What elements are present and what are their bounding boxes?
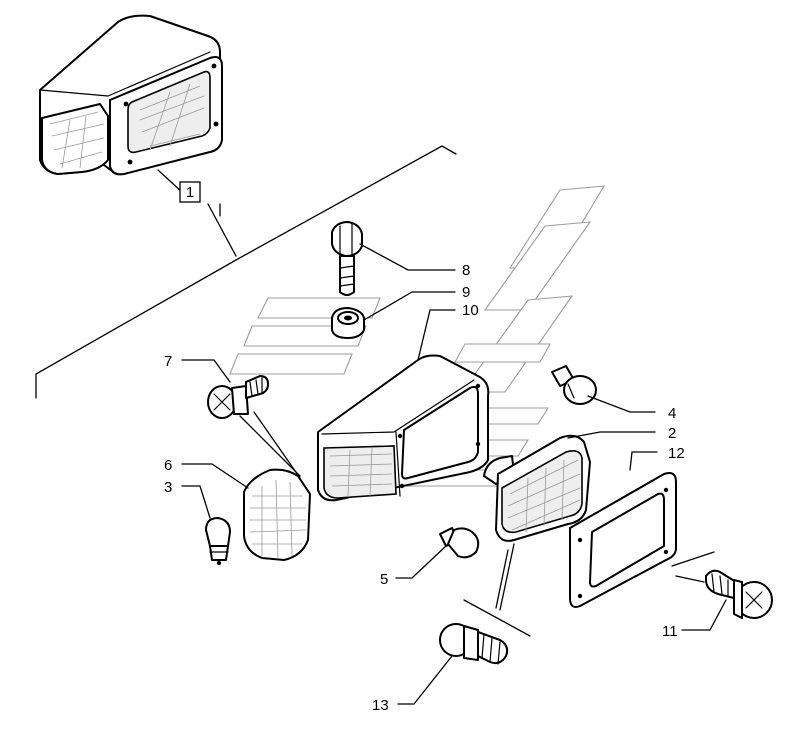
- bezel-frame-12: [569, 472, 677, 608]
- callout-11: 11: [662, 623, 678, 640]
- callout-12: 12: [668, 445, 685, 462]
- leader-lines: [181, 243, 727, 705]
- screw-7: [207, 375, 269, 419]
- callout-3: 3: [164, 479, 172, 496]
- callout-8: 8: [462, 262, 470, 279]
- callout-5: 5: [380, 571, 388, 588]
- callout-2: 2: [668, 425, 676, 442]
- small-bulb-5: [439, 527, 480, 559]
- headlamp-bulb-4: [551, 365, 597, 405]
- screw-11: [705, 569, 773, 619]
- lamp-housing-10: [317, 354, 490, 502]
- callout-1: 1: [179, 181, 201, 203]
- lamp-assembly-1: [39, 14, 223, 176]
- side-lens-6: [243, 468, 311, 561]
- side-bulb-3: [205, 517, 231, 566]
- headlamp-insert-2: [483, 434, 591, 542]
- bolt-8: [331, 221, 363, 296]
- assembly-bracket: [35, 145, 457, 399]
- callout-9: 9: [462, 284, 470, 301]
- callout-13: 13: [372, 697, 389, 714]
- callout-10: 10: [462, 302, 479, 319]
- screw-13: [439, 623, 509, 665]
- callout-7: 7: [164, 353, 172, 370]
- callout-4: 4: [668, 405, 676, 422]
- nut-9: [331, 307, 365, 339]
- callout-label: 1: [186, 184, 194, 201]
- callout-6: 6: [164, 457, 172, 474]
- watermark-logo: [229, 185, 606, 487]
